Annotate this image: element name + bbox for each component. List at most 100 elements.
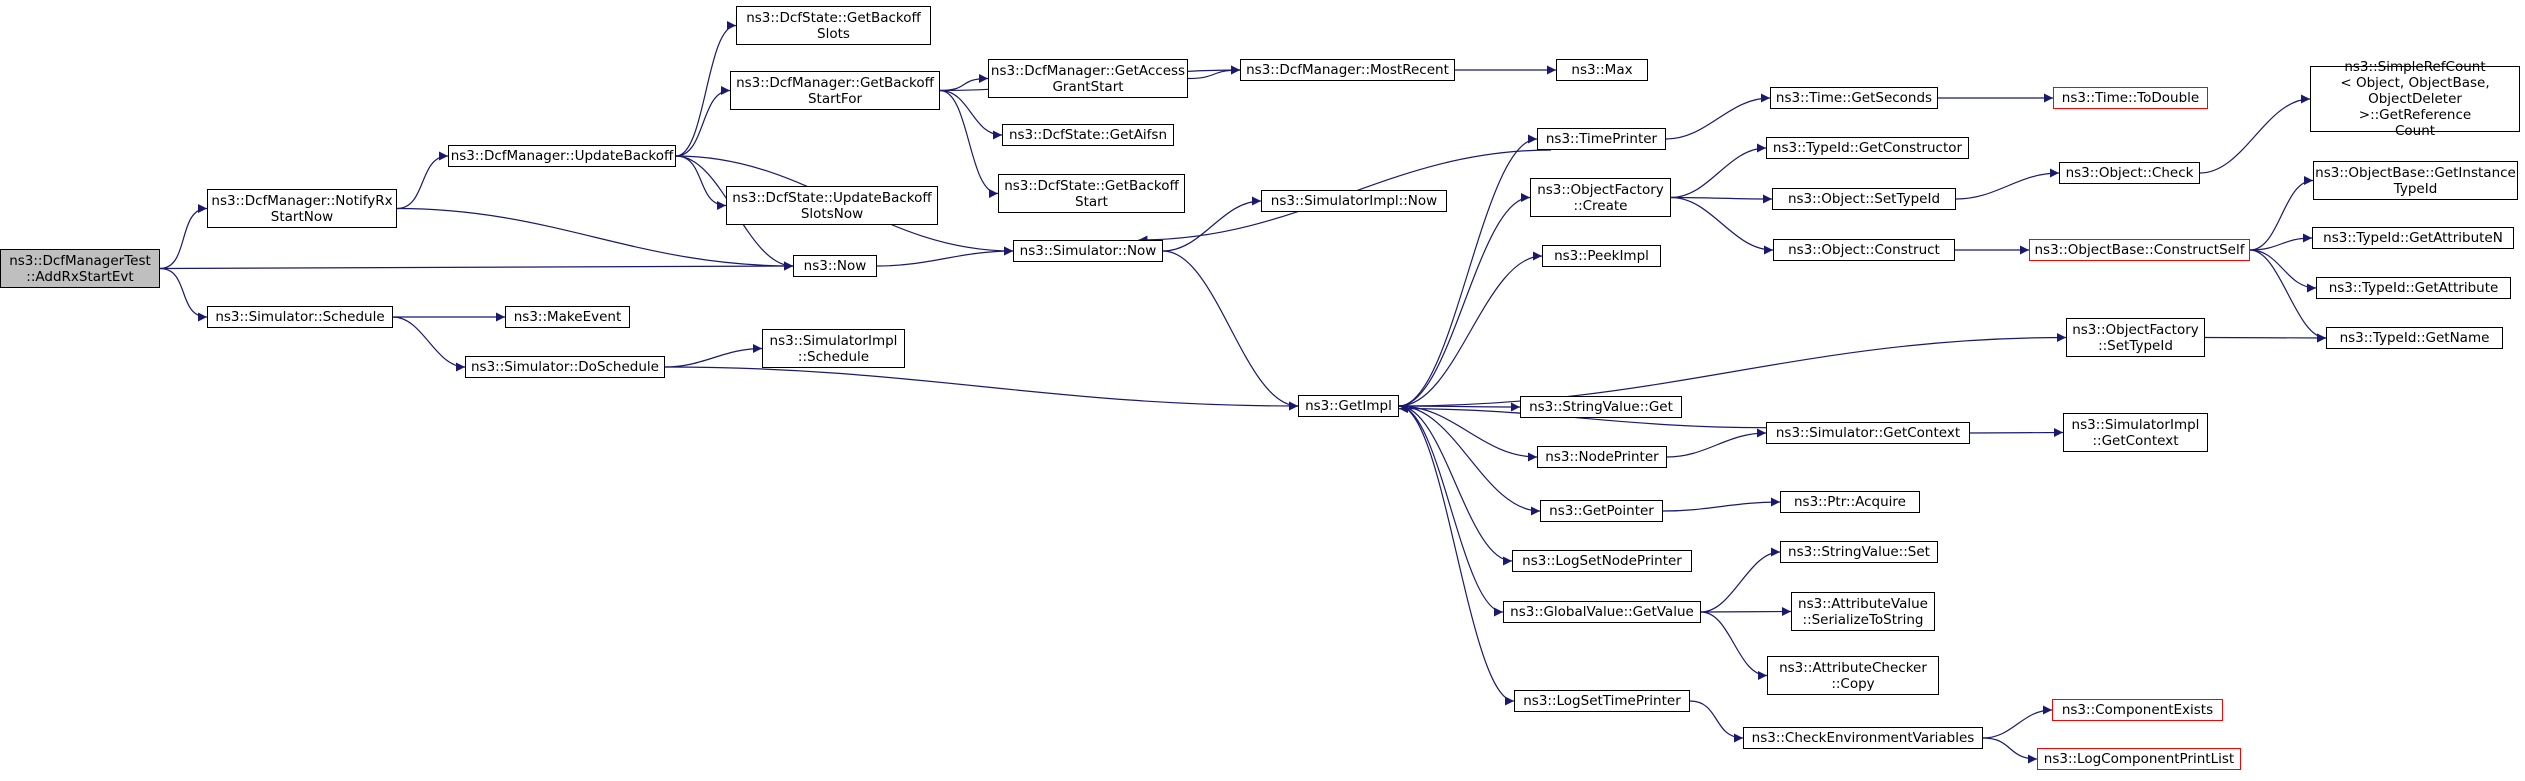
- node-simImplSchedule[interactable]: ns3::SimulatorImpl ::Schedule: [762, 329, 905, 368]
- node-timeToDouble[interactable]: ns3::Time::ToDouble: [2053, 87, 2208, 109]
- node-peekImpl[interactable]: ns3::PeekImpl: [1542, 245, 1661, 267]
- edge-getImpl-to-logSetNodePrinter: [1398, 405, 1513, 566]
- node-simGetContext[interactable]: ns3::Simulator::GetContext: [1766, 422, 1970, 444]
- node-strValueGet[interactable]: ns3::StringValue::Get: [1520, 396, 1682, 418]
- node-getBackoffSlots[interactable]: ns3::DcfState::GetBackoff Slots: [736, 6, 931, 45]
- node-makeEvent[interactable]: ns3::MakeEvent: [505, 306, 630, 328]
- node-getAttribute[interactable]: ns3::TypeId::GetAttribute: [2316, 277, 2511, 299]
- edge-checkEnvVars-to-logComponentPrintList: [1982, 737, 2038, 764]
- node-simImplGetContext[interactable]: ns3::SimulatorImpl ::GetContext: [2063, 413, 2208, 452]
- node-notifyRx[interactable]: ns3::DcfManager::NotifyRx StartNow: [207, 189, 397, 228]
- node-updateBackoffSlotsNow[interactable]: ns3::DcfState::UpdateBackoff SlotsNow: [726, 186, 938, 225]
- edge-root-to-notifyRx: [159, 204, 208, 270]
- edge-objSetTypeId-to-objCheck: [1955, 168, 2060, 200]
- node-componentExists[interactable]: ns3::ComponentExists: [2052, 699, 2223, 721]
- edge-simNow-to-getImpl: [1162, 250, 1299, 411]
- edge-nodePrinter-to-simGetContext: [1666, 428, 1767, 458]
- edge-constructSelf-to-getInstanceTypeId: [2249, 176, 2314, 251]
- edge-checkEnvVars-to-componentExists: [1982, 705, 2053, 739]
- node-getAccessGrantStart[interactable]: ns3::DcfManager::GetAccess GrantStart: [988, 59, 1188, 98]
- node-ptrAcquire[interactable]: ns3::Ptr::Acquire: [1780, 491, 1920, 513]
- node-checkEnvVars[interactable]: ns3::CheckEnvironmentVariables: [1743, 727, 1983, 749]
- node-getBackoffStart[interactable]: ns3::DcfState::GetBackoff Start: [998, 174, 1185, 213]
- edge-getImpl-to-timePrinter: [1398, 134, 1538, 407]
- node-timePrinter[interactable]: ns3::TimePrinter: [1537, 128, 1666, 150]
- edge-getBackoffStartFor-to-getAifsn: [939, 89, 1003, 140]
- edge-simNow-to-simImplNow: [1162, 196, 1262, 252]
- edge-getAccessGrantStart-to-mostRecent: [1187, 65, 1241, 80]
- edge-getImpl-to-getPointer: [1398, 405, 1541, 516]
- node-doSchedule[interactable]: ns3::Simulator::DoSchedule: [465, 356, 665, 378]
- node-getBackoffStartFor[interactable]: ns3::DcfManager::GetBackoff StartFor: [730, 71, 940, 110]
- edge-gvGetValue-to-strValueSet: [1700, 547, 1781, 613]
- edge-gvGetValue-to-checkerCopy: [1700, 611, 1768, 680]
- node-schedule[interactable]: ns3::Simulator::Schedule: [207, 306, 393, 328]
- node-nodePrinter[interactable]: ns3::NodePrinter: [1537, 446, 1667, 468]
- node-now[interactable]: ns3::Now: [793, 255, 877, 277]
- edge-objFactoryCreate-to-objSetTypeId: [1670, 194, 1773, 204]
- edge-notifyRx-to-now: [396, 207, 794, 271]
- node-logComponentPrintList[interactable]: ns3::LogComponentPrintList: [2037, 748, 2241, 770]
- node-checkerCopy[interactable]: ns3::AttributeChecker ::Copy: [1767, 656, 1939, 695]
- edge-root-to-schedule: [159, 267, 208, 322]
- edge-now-to-simNow: [876, 246, 1014, 267]
- edge-getImpl-to-ofSetTypeId: [1398, 333, 2067, 407]
- edge-getImpl-to-nodePrinter: [1398, 405, 1538, 462]
- edge-constructSelf-to-getAttributeN: [2249, 233, 2313, 251]
- node-getPointer[interactable]: ns3::GetPointer: [1540, 500, 1663, 522]
- node-timeGetSeconds[interactable]: ns3::Time::GetSeconds: [1770, 87, 1938, 109]
- node-simImplNow[interactable]: ns3::SimulatorImpl::Now: [1261, 190, 1447, 212]
- node-getAttributeN[interactable]: ns3::TypeId::GetAttributeN: [2312, 227, 2514, 249]
- node-getImpl[interactable]: ns3::GetImpl: [1298, 395, 1399, 417]
- edge-root-to-now: [159, 261, 794, 271]
- node-objCheck[interactable]: ns3::Object::Check: [2059, 162, 2200, 184]
- edge-updateBackoff-to-getBackoffSlots: [675, 21, 737, 157]
- edge-notifyRx-to-updateBackoff: [396, 151, 449, 210]
- edge-doSchedule-to-getImpl: [664, 366, 1299, 411]
- node-objSetTypeId[interactable]: ns3::Object::SetTypeId: [1772, 188, 1956, 210]
- edge-objCheck-to-simpleRefCount: [2199, 94, 2311, 174]
- node-ofSetTypeId[interactable]: ns3::ObjectFactory ::SetTypeId: [2066, 318, 2205, 357]
- node-gvGetValue[interactable]: ns3::GlobalValue::GetValue: [1503, 601, 1701, 623]
- edge-objFactoryCreate-to-objConstruct: [1670, 196, 1774, 255]
- edge-getImpl-to-peekImpl: [1398, 251, 1543, 407]
- node-typeIdGetConstructor[interactable]: ns3::TypeId::GetConstructor: [1766, 137, 1969, 159]
- edge-getImpl-to-strValueGet: [1398, 402, 1521, 412]
- edge-objFactoryCreate-to-typeIdGetConstructor: [1670, 143, 1767, 199]
- node-logSetTimePrinter[interactable]: ns3::LogSetTimePrinter: [1514, 690, 1690, 712]
- edge-doSchedule-to-simImplSchedule: [664, 344, 763, 368]
- node-serializeToString[interactable]: ns3::AttributeValue ::SerializeToString: [1791, 592, 1935, 631]
- edge-ofSetTypeId-to-getName: [2204, 333, 2327, 343]
- node-simNow[interactable]: ns3::Simulator::Now: [1013, 240, 1163, 262]
- node-getInstanceTypeId[interactable]: ns3::ObjectBase::GetInstance TypeId: [2313, 161, 2518, 200]
- edge-gvGetValue-to-serializeToString: [1700, 607, 1792, 617]
- edge-constructSelf-to-getAttribute: [2249, 249, 2317, 293]
- node-simpleRefCount[interactable]: ns3::SimpleRefCount < Object, ObjectBase…: [2310, 59, 2520, 139]
- edge-getBackoffStartFor-to-getAccessGrantStart: [939, 74, 989, 92]
- node-objConstruct[interactable]: ns3::Object::Construct: [1773, 239, 1955, 261]
- edge-updateBackoff-to-updateBackoffSlotsNow: [675, 155, 727, 210]
- edge-getImpl-to-gvGetValue: [1398, 405, 1504, 617]
- node-constructSelf[interactable]: ns3::ObjectBase::ConstructSelf: [2029, 239, 2250, 261]
- edge-simGetContext-to-simImplGetContext: [1969, 428, 2064, 438]
- edge-getPointer-to-ptrAcquire: [1662, 497, 1781, 512]
- edge-schedule-to-doSchedule: [392, 316, 466, 372]
- node-logSetNodePrinter[interactable]: ns3::LogSetNodePrinter: [1512, 550, 1692, 572]
- edge-getBackoffStartFor-to-getBackoffStart: [939, 89, 999, 198]
- edge-timePrinter-to-timeGetSeconds: [1665, 93, 1771, 140]
- edge-getImpl-to-logSetTimePrinter: [1398, 405, 1515, 706]
- edge-getImpl-to-objFactoryCreate: [1398, 193, 1531, 407]
- node-strValueSet[interactable]: ns3::StringValue::Set: [1780, 541, 1938, 563]
- edge-updateBackoff-to-getBackoffStartFor: [675, 86, 731, 157]
- node-root[interactable]: ns3::DcfManagerTest ::AddRxStartEvt: [0, 249, 160, 288]
- node-getAifsn[interactable]: ns3::DcfState::GetAifsn: [1002, 124, 1174, 146]
- node-getName[interactable]: ns3::TypeId::GetName: [2326, 327, 2503, 349]
- edge-logSetTimePrinter-to-checkEnvVars: [1689, 700, 1744, 743]
- edge-simGetContext-to-getImpl: [1398, 404, 1767, 429]
- edge-constructSelf-to-getName: [2249, 249, 2327, 343]
- node-objFactoryCreate[interactable]: ns3::ObjectFactory ::Create: [1530, 178, 1671, 217]
- node-max[interactable]: ns3::Max: [1556, 59, 1648, 81]
- node-updateBackoff[interactable]: ns3::DcfManager::UpdateBackoff: [448, 145, 676, 167]
- node-mostRecent[interactable]: ns3::DcfManager::MostRecent: [1240, 59, 1455, 81]
